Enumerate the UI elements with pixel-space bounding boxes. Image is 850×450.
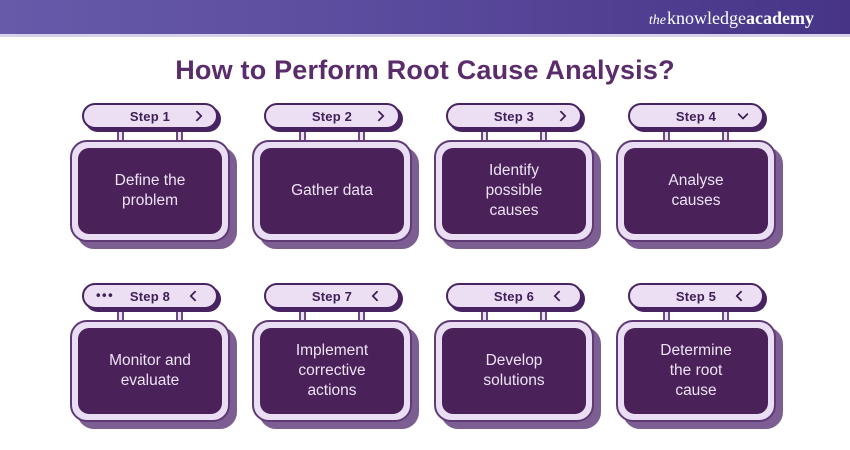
step-7-text: Implement corrective actions: [260, 328, 404, 414]
chevron-right-icon: [373, 110, 385, 122]
step-8-pill: ••• Step 8: [82, 283, 218, 309]
page-title: How to Perform Root Cause Analysis?: [175, 55, 675, 85]
step-6-label: Step 6: [493, 288, 535, 304]
step-8: ••• Step 8 Monitor and evaluate: [70, 283, 230, 423]
step-3-label: Step 3: [493, 108, 535, 124]
chevron-left-icon: [553, 290, 565, 302]
step-1-pill: Step 1: [82, 103, 218, 129]
step-1-label: Step 1: [129, 108, 171, 124]
logo-knowledge: knowledge: [667, 8, 747, 28]
step-5-text: Determine the root cause: [624, 328, 768, 414]
chevron-right-icon: [555, 110, 567, 122]
step-1-text: Define the problem: [78, 148, 222, 234]
step-1: Step 1 Define the problem: [70, 103, 230, 243]
step-4-label: Step 4: [675, 108, 717, 124]
chevron-left-icon: [189, 290, 201, 302]
step-8-text: Monitor and evaluate: [78, 328, 222, 414]
step-3: Step 3 Identify possible causes: [434, 103, 594, 243]
step-2-text: Gather data: [260, 148, 404, 234]
step-4-pill: Step 4: [628, 103, 764, 129]
chevron-left-icon: [371, 290, 383, 302]
step-2: Step 2 Gather data: [252, 103, 412, 243]
logo-the: the: [648, 13, 667, 28]
logo-academy: academy: [746, 8, 814, 28]
step-5-label: Step 5: [675, 288, 717, 304]
step-2-card: Gather data: [252, 140, 412, 242]
chevron-right-icon: [191, 110, 203, 122]
step-7-label: Step 7: [311, 288, 353, 304]
step-2-pill: Step 2: [264, 103, 400, 129]
step-6: Step 6 Develop solutions: [434, 283, 594, 423]
step-4-text: Analyse causes: [624, 148, 768, 234]
step-7-pill: Step 7: [264, 283, 400, 309]
step-1-card: Define the problem: [70, 140, 230, 242]
ellipsis-icon: •••: [96, 287, 115, 303]
brand-logo: theknowledgeacademy: [649, 7, 814, 32]
step-3-card: Identify possible causes: [434, 140, 594, 242]
step-3-text: Identify possible causes: [442, 148, 586, 234]
step-8-label: Step 8: [129, 288, 171, 304]
step-2-label: Step 2: [311, 108, 353, 124]
steps-row-top: Step 1 Define the problem Step 2 Gather …: [70, 103, 776, 243]
chevron-down-icon: [737, 108, 749, 120]
step-5-card: Determine the root cause: [616, 320, 776, 422]
step-8-card: Monitor and evaluate: [70, 320, 230, 422]
step-7: Step 7 Implement corrective actions: [252, 283, 412, 423]
step-5-pill: Step 5: [628, 283, 764, 309]
step-4-card: Analyse causes: [616, 140, 776, 242]
steps-row-bottom: ••• Step 8 Monitor and evaluate Step 7 I…: [70, 283, 776, 423]
step-6-pill: Step 6: [446, 283, 582, 309]
step-4: Step 4 Analyse causes: [616, 103, 776, 243]
header-band: theknowledgeacademy: [0, 0, 850, 37]
chevron-left-icon: [735, 290, 747, 302]
step-6-card: Develop solutions: [434, 320, 594, 422]
step-6-text: Develop solutions: [442, 328, 586, 414]
step-7-card: Implement corrective actions: [252, 320, 412, 422]
step-5: Step 5 Determine the root cause: [616, 283, 776, 423]
step-3-pill: Step 3: [446, 103, 582, 129]
